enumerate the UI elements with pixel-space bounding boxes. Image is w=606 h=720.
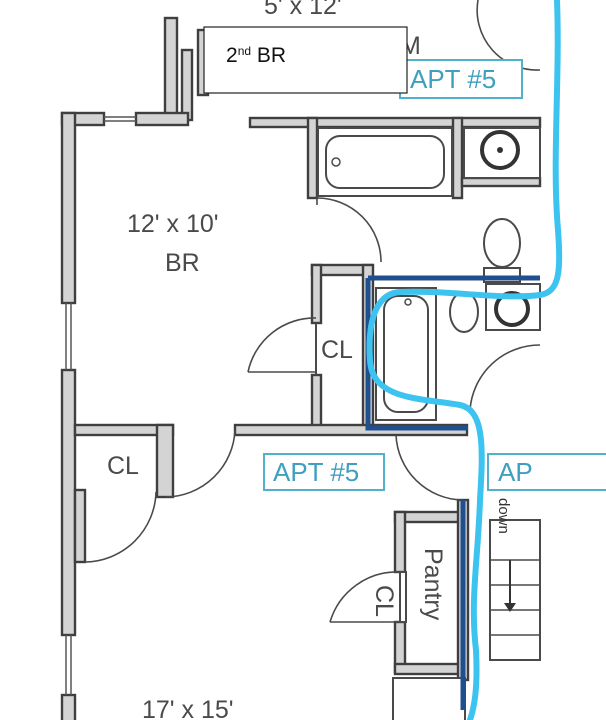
wall-cl-left-door (73, 488, 87, 564)
door-pantry-leaf (399, 571, 407, 623)
pantry-label: Pantry (419, 548, 447, 621)
second-br-note: 2nd BR (203, 26, 408, 94)
door-bath-upper (316, 197, 382, 263)
door-br-lower (165, 429, 236, 498)
door-closet-upper (247, 317, 317, 373)
sink-lower-icon (494, 291, 530, 327)
closet-upper-label: CL (321, 336, 353, 364)
wall-cl-left-right (155, 423, 175, 499)
arc-top-right (476, 0, 541, 71)
br-label: BR (165, 249, 200, 277)
wall-bath-mid (451, 116, 464, 200)
light-blue-boundary-line (366, 0, 563, 720)
br-dimension-label: 12' x 10' (127, 210, 219, 238)
wall-left-lower (60, 693, 77, 720)
apt-label-top: APT #5 (410, 64, 496, 94)
apt-labels: APT #5 APT #5 AP (263, 59, 606, 491)
wall-upper-mid (134, 111, 190, 127)
wall-bath-top (248, 116, 542, 129)
apt-box-middle (263, 453, 385, 491)
wall-pantry-left-top (393, 510, 407, 574)
toilet-lower-icon (449, 291, 479, 333)
bathtub-upper-inner (325, 135, 445, 189)
door-closet-left (84, 491, 157, 563)
stairs (489, 519, 541, 661)
wall-left-upper (60, 111, 77, 305)
bathtub-lower-inner (383, 295, 429, 413)
pantry-cl-label: CL (370, 585, 398, 617)
door-bath-lower (395, 434, 463, 501)
arc-right-middle (469, 344, 541, 411)
apt-box-right (487, 453, 606, 491)
wall-bath-left (306, 116, 319, 200)
highlights (365, 0, 563, 720)
door-pantry (329, 571, 401, 623)
wall-closet-left-top (310, 263, 323, 325)
bottom-dimension-label: 17' x 15' (142, 696, 234, 720)
room-labels: 5' x 12' M 12' x 10' BR CL CL 17' x 15' … (107, 0, 512, 720)
wall-left-middle (60, 368, 77, 637)
wall-bath-right-bottom (460, 176, 542, 188)
wall-pantry-bottom (393, 662, 467, 676)
wall-top-stub (163, 16, 179, 120)
wall-closet-left-bottom (310, 373, 323, 429)
doors (84, 197, 463, 623)
second-br-box (203, 26, 408, 94)
apt-label-right: AP (498, 457, 533, 487)
walls (60, 16, 542, 720)
second-br-label: 2nd BR (226, 44, 286, 67)
top-dimension-label: 5' x 12' (264, 0, 342, 20)
bottom-fixture (392, 677, 466, 720)
apt-label-middle: APT #5 (273, 457, 359, 487)
toilet-upper-icon (483, 218, 521, 268)
closet-left-label: CL (107, 452, 139, 480)
wall-top-stub-2 (180, 48, 194, 122)
down-label: down (495, 498, 512, 534)
apt-box-top (399, 59, 523, 99)
